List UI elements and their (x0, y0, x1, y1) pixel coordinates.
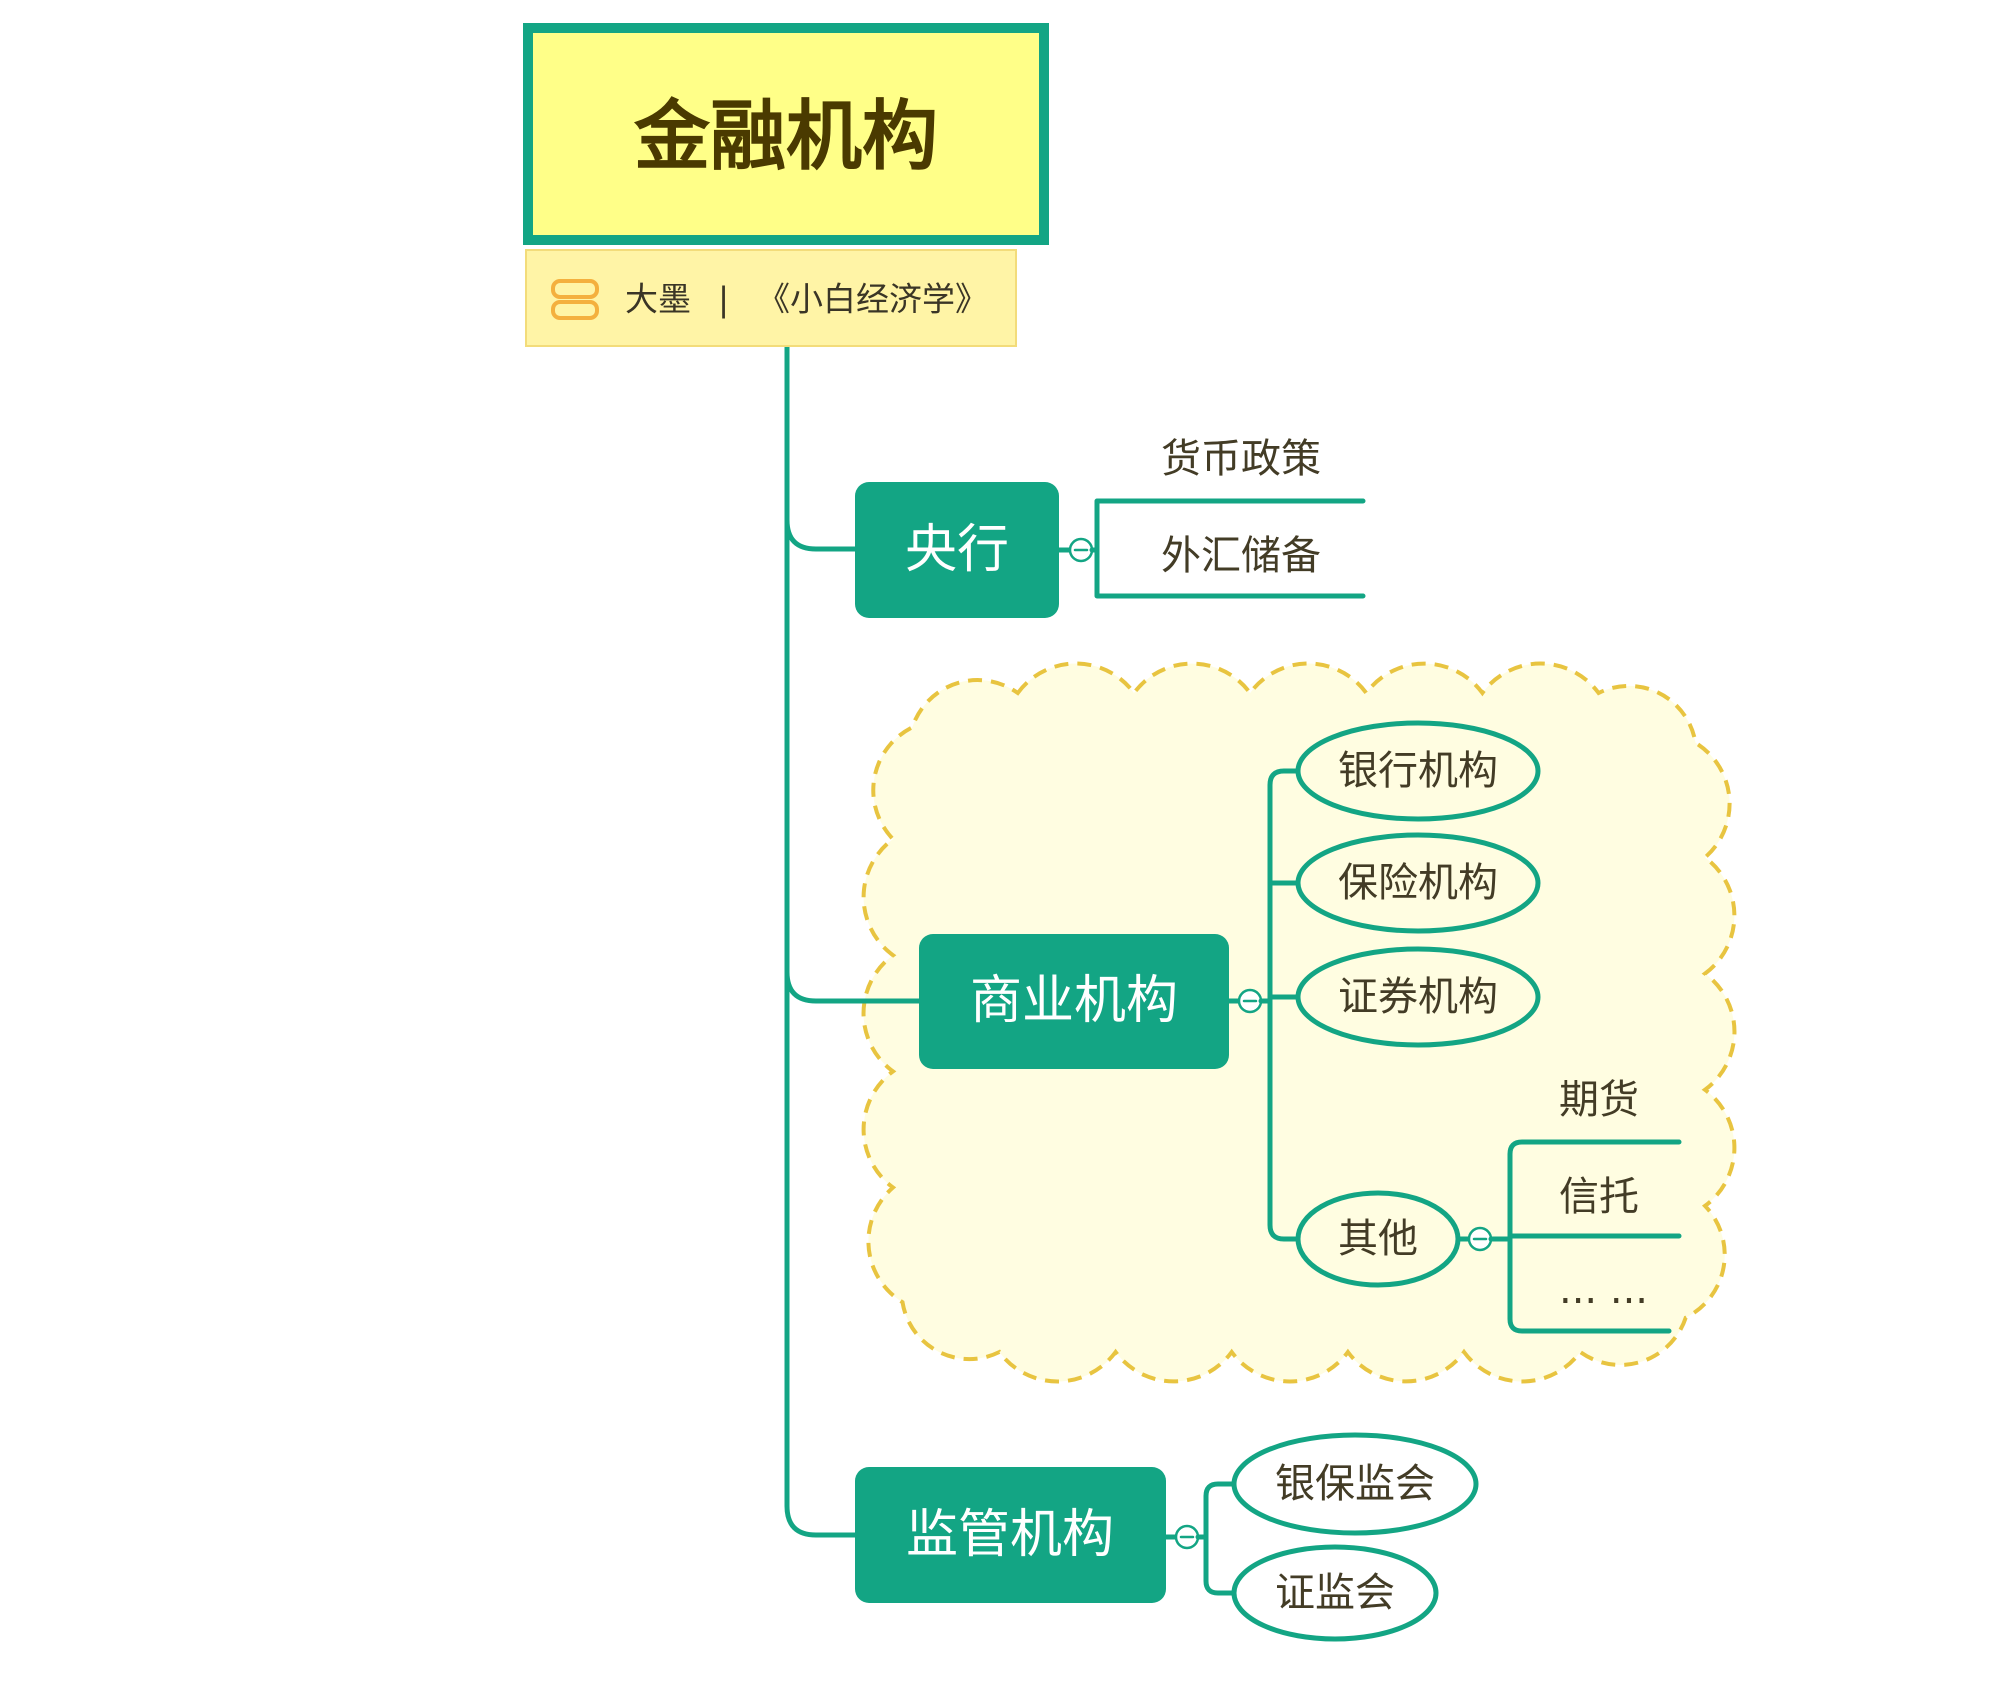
connector-root-central-bank (784, 343, 858, 552)
topic-central-bank-box[interactable] (855, 482, 1059, 618)
topic-commercial[interactable]: 商业机构 (919, 934, 1229, 1069)
bracket-central-bank (1094, 498, 1366, 599)
topic-commercial-box[interactable] (919, 934, 1229, 1069)
subtopic-securities[interactable]: 证券机构 (1295, 946, 1541, 1048)
subtopic-monetary-policy[interactable]: 货币政策 (1161, 436, 1321, 482)
root-note[interactable]: 大墨 | 《小白经济学》 (525, 249, 1017, 347)
boundary-cloud[interactable] (861, 661, 1737, 1384)
topic-regulatory[interactable]: 监管机构 (855, 1467, 1166, 1603)
note-author: 大墨 (625, 280, 691, 319)
minus-circle-icon[interactable] (1174, 1524, 1200, 1550)
subtopic-more[interactable]: ... ... (1559, 1267, 1648, 1313)
note-book-title: 《小白经济学》 (757, 280, 988, 319)
subtopic-futures[interactable]: 期货 (1559, 1077, 1639, 1123)
subtopic-csrc-label: 证监会 (1275, 1570, 1395, 1616)
topic-central-bank-label: 央行 (905, 520, 1009, 580)
subtopic-insurance[interactable]: 保险机构 (1295, 832, 1541, 934)
subtopic-banking-label: 银行机构 (1338, 748, 1498, 794)
subtopic-other[interactable]: 其他 (1295, 1190, 1461, 1288)
root-topic[interactable]: 金融机构 (523, 23, 1049, 245)
topic-regulatory-box[interactable] (855, 1467, 1166, 1603)
subtopic-csrc[interactable]: 证监会 (1231, 1544, 1439, 1642)
root-note-bar[interactable] (525, 249, 1017, 347)
subtopic-banking[interactable]: 银行机构 (1295, 720, 1541, 822)
minus-circle-icon[interactable] (1237, 988, 1263, 1014)
minus-circle-icon[interactable] (1068, 537, 1094, 563)
subtopic-insurance-label: 保险机构 (1338, 860, 1498, 906)
subtopic-fx-reserves[interactable]: 外汇储备 (1161, 533, 1321, 579)
subtopic-securities-label: 证券机构 (1338, 974, 1498, 1020)
topic-commercial-label: 商业机构 (970, 971, 1178, 1031)
topic-central-bank[interactable]: 央行 (855, 482, 1059, 618)
subtopic-cbirc[interactable]: 银保监会 (1231, 1432, 1479, 1536)
subtopic-cbirc-label: 银保监会 (1275, 1461, 1435, 1507)
bracket-regulatory (1203, 1481, 1237, 1596)
subtopic-other-label: 其他 (1338, 1216, 1418, 1262)
note-icon (551, 279, 599, 320)
topic-regulatory-label: 监管机构 (906, 1505, 1114, 1565)
minus-circle-icon[interactable] (1467, 1226, 1493, 1252)
bracket-commercial (1267, 768, 1301, 1242)
root-topic-title: 金融机构 (633, 92, 938, 181)
root-topic-box[interactable] (523, 23, 1049, 245)
subtopic-trust[interactable]: 信托 (1559, 1174, 1639, 1220)
note-separator: | (718, 280, 729, 319)
connector-root-regulatory (784, 343, 858, 1538)
